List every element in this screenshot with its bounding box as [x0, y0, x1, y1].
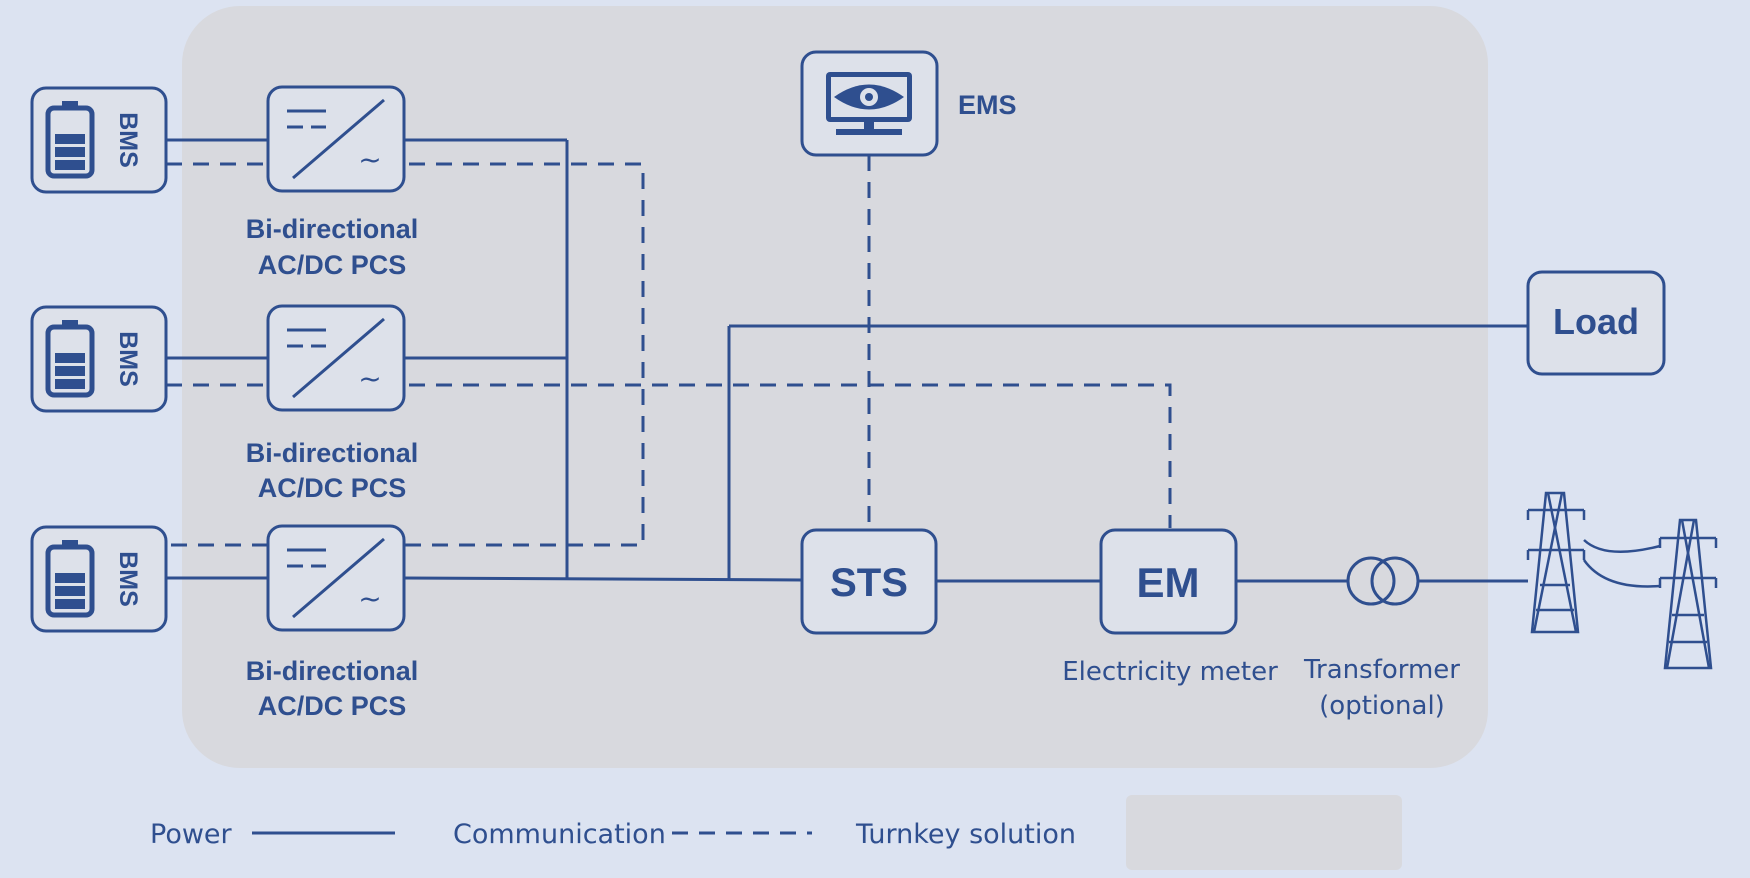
load-unit: Load — [1526, 270, 1666, 376]
svg-text:~: ~ — [358, 582, 381, 615]
sts-unit: STS — [800, 528, 938, 635]
transmission-tower-icon — [1526, 491, 1718, 670]
pcs-unit-3: ~ Bi-directional AC/DC PCS — [246, 524, 419, 721]
svg-text:~: ~ — [358, 362, 381, 395]
ac-dc-converter-icon: ~ — [287, 537, 385, 619]
pcs-label-line1: Bi-directional — [246, 656, 419, 686]
transformer-label-line1: Transformer — [1303, 655, 1460, 685]
monitor-eye-icon — [826, 72, 912, 135]
transformer-unit: Transformer (optional) — [1303, 556, 1460, 721]
communication-lines — [166, 155, 1172, 547]
pcs-label-line1: Bi-directional — [246, 214, 419, 244]
bms-unit-1: BMS — [30, 86, 168, 194]
svg-text:~: ~ — [358, 143, 381, 176]
pcs-label-line2: AC/DC PCS — [258, 473, 407, 503]
transformer-icon — [1346, 556, 1420, 606]
pcs-unit-1: ~ Bi-directional AC/DC PCS — [246, 85, 419, 280]
pcs-label-line2: AC/DC PCS — [258, 691, 407, 721]
ac-dc-converter-icon: ~ — [287, 98, 385, 180]
legend-communication-label: Communication — [453, 819, 666, 850]
ems-unit: EMS — [800, 50, 1017, 157]
sts-label: STS — [830, 561, 908, 605]
battery-icon — [45, 101, 95, 179]
pcs-unit-2: ~ Bi-directional AC/DC PCS — [246, 304, 419, 503]
em-unit: EM Electricity meter — [1062, 528, 1278, 687]
power-lines — [166, 138, 1528, 583]
battery-icon — [45, 540, 95, 618]
bms-label: BMS — [114, 112, 142, 168]
transformer-label-line2: (optional) — [1319, 691, 1445, 721]
em-caption: Electricity meter — [1062, 657, 1278, 687]
pcs-label-line1: Bi-directional — [246, 438, 419, 468]
ems-label: EMS — [958, 90, 1017, 120]
ac-dc-converter-icon: ~ — [287, 317, 385, 399]
bms-label: BMS — [114, 551, 142, 607]
legend-turnkey-label: Turnkey solution — [855, 819, 1076, 850]
legend-turnkey-swatch — [1126, 795, 1402, 870]
legend-power-label: Power — [150, 819, 233, 850]
bms-unit-2: BMS — [30, 305, 168, 413]
bms-label: BMS — [114, 331, 142, 387]
pcs-label-line2: AC/DC PCS — [258, 250, 407, 280]
em-label: EM — [1137, 559, 1200, 606]
legend: Power Communication Turnkey solution — [150, 795, 1402, 870]
load-label: Load — [1553, 301, 1639, 342]
bms-unit-3: BMS — [30, 525, 168, 633]
battery-icon — [45, 320, 95, 398]
